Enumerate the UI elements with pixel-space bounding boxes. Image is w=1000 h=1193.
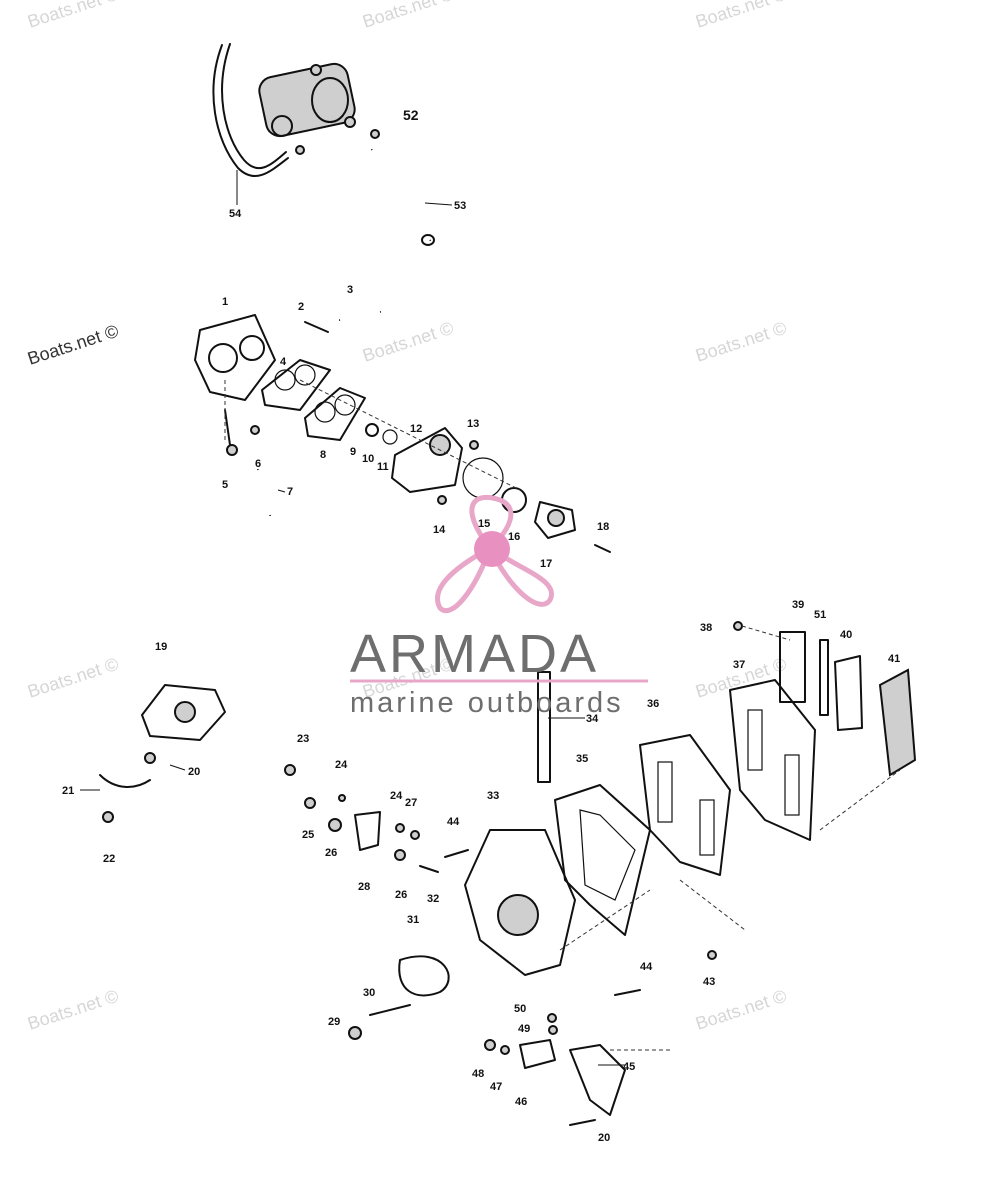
callout-49: 49 [518, 1023, 530, 1035]
propeller-icon [435, 494, 555, 613]
callout-47: 47 [490, 1081, 502, 1093]
callout-4: 4 [280, 356, 287, 368]
callout-15: 15 [478, 518, 490, 530]
callout-7: 7 [287, 486, 293, 498]
callout-53: 53 [454, 200, 466, 212]
watermark: Boats.net © [693, 986, 789, 1034]
callout-46: 46 [515, 1096, 527, 1108]
callout-2: 2 [298, 301, 304, 313]
callout-36: 36 [647, 698, 659, 710]
callout-31: 31 [407, 914, 419, 926]
callout-25: 25 [302, 829, 314, 841]
callout-13: 13 [467, 418, 479, 430]
callout-30: 30 [363, 987, 375, 999]
callout-26: 26 [325, 847, 337, 859]
callout-50: 50 [514, 1003, 526, 1015]
watermark: Boats.net © [360, 318, 456, 366]
callout-35: 35 [576, 753, 588, 765]
callout-40: 40 [840, 629, 852, 641]
watermark: Boats.net © [693, 318, 789, 366]
logo-brand: ARMADA [350, 624, 599, 684]
callout-8: 8 [320, 449, 326, 461]
watermark: Boats.net © [360, 0, 456, 32]
callout-14: 14 [433, 524, 446, 536]
callout-23: 23 [297, 733, 309, 745]
watermark: Boats.net © [25, 986, 121, 1034]
armada-logo: ARMADA marine outboards [350, 494, 648, 719]
callout-layer: 52 53 54 1 2 3 4 5 6 7 8 9 10 11 12 13 1… [62, 107, 900, 1144]
callout-44: 44 [447, 816, 460, 828]
callout-17: 17 [540, 558, 552, 570]
callout-3: 3 [347, 284, 353, 296]
callout-54: 54 [229, 208, 242, 220]
watermark: Boats.net © [693, 0, 789, 32]
adapter-housing-assembly [284, 621, 917, 1126]
callout-29: 29 [328, 1016, 340, 1028]
callout-41: 41 [888, 653, 900, 665]
callout-20: 20 [188, 766, 200, 778]
callout-5: 5 [222, 479, 228, 491]
callout-18: 18 [597, 521, 609, 533]
callout-43: 43 [703, 976, 715, 988]
callout-20: 20 [598, 1132, 610, 1144]
callout-28: 28 [358, 881, 370, 893]
callout-11: 11 [377, 461, 389, 473]
fuel-pump-assembly [212, 43, 453, 246]
callout-32: 32 [427, 893, 439, 905]
callout-12: 12 [410, 423, 422, 435]
callout-34: 34 [586, 713, 599, 725]
callout-24: 24 [335, 759, 348, 771]
callout-19: 19 [155, 641, 167, 653]
callout-27: 27 [405, 797, 417, 809]
callout-45: 45 [623, 1061, 635, 1073]
callout-10: 10 [362, 453, 374, 465]
callout-39: 39 [792, 599, 804, 611]
callout-1: 1 [222, 296, 228, 308]
callout-16: 16 [508, 531, 520, 543]
logo-tagline: marine outboards [350, 687, 624, 719]
watermark: Boats.net © [25, 0, 121, 32]
callout-21: 21 [62, 785, 74, 797]
watermark: Boats.net © [25, 321, 121, 369]
callout-52: 52 [403, 107, 419, 123]
cover-and-thermostat-assembly [194, 310, 611, 553]
watermark-layer: Boats.net © Boats.net © Boats.net © Boat… [25, 0, 789, 1034]
watermark: Boats.net © [25, 654, 121, 702]
callout-51: 51 [814, 609, 826, 621]
callout-26: 26 [395, 889, 407, 901]
callout-6: 6 [255, 458, 261, 470]
callout-38: 38 [700, 622, 712, 634]
callout-33: 33 [487, 790, 499, 802]
callout-24: 24 [390, 790, 403, 802]
bracket-assembly [80, 684, 226, 823]
callout-22: 22 [103, 853, 115, 865]
callout-37: 37 [733, 659, 745, 671]
callout-48: 48 [472, 1068, 484, 1080]
callout-44: 44 [640, 961, 653, 973]
callout-9: 9 [350, 446, 356, 458]
